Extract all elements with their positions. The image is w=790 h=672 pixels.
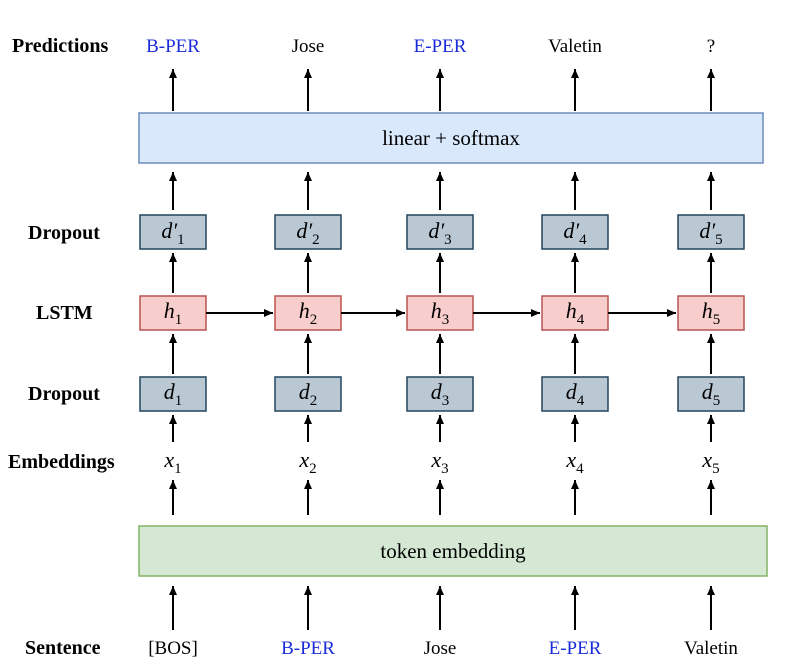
token-embedding-label: token embedding [380,539,526,563]
dropout-bottom-var-1: d1 [164,379,183,409]
row-label-predictions: Predictions [12,35,109,57]
dropout-bottom-var-2: d2 [299,379,318,409]
embedding-var-4: x4 [565,447,584,477]
lstm-var-1: h1 [164,298,183,328]
sentence-token-4: E-PER [549,638,602,659]
row-label-embeddings: Embeddings [8,451,115,473]
dropout-top-box-4 [541,214,609,250]
dropout-top-box-3 [406,214,474,250]
row-label-sentence: Sentence [25,637,101,659]
sentence-token-2: B-PER [281,638,335,659]
lstm-var-2: h2 [299,298,318,328]
token-embedding-layer [138,525,768,577]
embedding-var-3: x3 [430,447,448,477]
sentence-token-3: Jose [424,638,457,659]
dropout-top-box-1 [139,214,207,250]
lstm-cell-3 [406,295,474,331]
prediction-label-2: Jose [292,36,325,57]
lstm-cell-2 [274,295,342,331]
lstm-var-5: h5 [702,298,721,328]
lstm-var-3: h3 [431,298,450,328]
linear-softmax-layer [138,112,764,164]
prediction-label-1: B-PER [146,36,200,57]
linear-softmax-label: linear + softmax [382,126,520,150]
prediction-label-5: ? [707,36,715,57]
dropout-top-var-4: d′4 [563,218,587,248]
dropout-top-var-3: d′3 [428,218,451,248]
dropout-top-var-2: d′2 [296,218,319,248]
row-label-dropout-top: Dropout [28,222,100,244]
dropout-bottom-box-4 [541,376,609,412]
embedding-var-5: x5 [701,447,719,477]
dropout-bottom-box-2 [274,376,342,412]
dropout-top-var-1: d′1 [161,218,184,248]
dropout-top-box-5 [677,214,745,250]
dropout-bottom-var-4: d4 [566,379,585,409]
dropout-bottom-var-3: d3 [431,379,450,409]
embedding-var-2: x2 [298,447,316,477]
row-label-lstm: LSTM [36,302,93,324]
dropout-top-var-5: d′5 [699,218,722,248]
lstm-cell-4 [541,295,609,331]
prediction-label-4: Valetin [548,36,602,57]
dropout-top-box-2 [274,214,342,250]
dropout-bottom-box-3 [406,376,474,412]
embedding-var-1: x1 [163,447,181,477]
prediction-label-3: E-PER [414,36,467,57]
dropout-bottom-box-5 [677,376,745,412]
sentence-token-5: Valetin [684,638,738,659]
dropout-bottom-var-5: d5 [702,379,721,409]
lstm-cell-5 [677,295,745,331]
sentence-token-1: [BOS] [148,638,198,659]
row-label-dropout-bottom: Dropout [28,383,100,405]
dropout-bottom-box-1 [139,376,207,412]
lstm-var-4: h4 [566,298,585,328]
